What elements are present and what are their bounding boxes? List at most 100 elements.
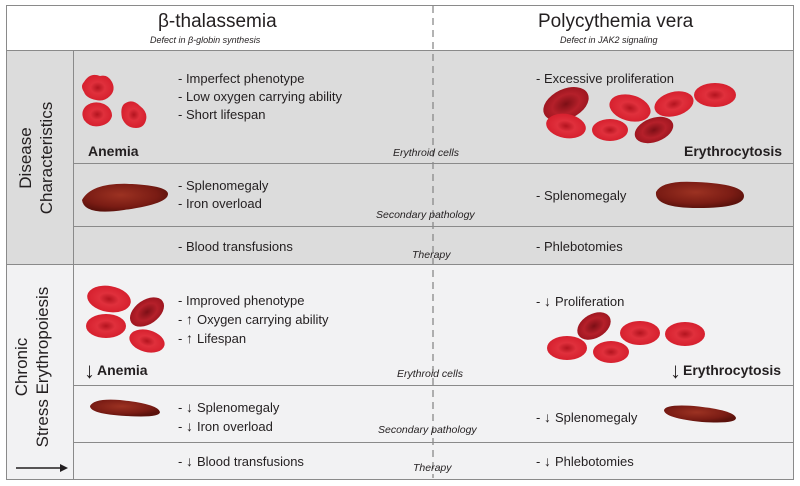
- side-label-stress: Chronic Stress Erythropoiesis: [11, 262, 53, 472]
- polycythemia-therapy-list: - Phlebotomies: [536, 238, 623, 256]
- list-item: - Excessive proliferation: [536, 71, 674, 86]
- long-right-arrow-icon: [16, 464, 68, 472]
- list-item: - Short lifespan: [178, 107, 266, 122]
- list-item-text: Improved phenotype: [185, 293, 305, 308]
- list-item: - Splenomegaly: [178, 178, 269, 193]
- thalassemia-stress-secondary-list: - ↓Splenomegaly - ↓Iron overload: [178, 398, 279, 436]
- list-item-text: Splenomegaly: [196, 400, 280, 415]
- row-label-therapy: Therapy: [412, 249, 451, 261]
- down-arrow-icon: ↓: [670, 358, 681, 383]
- rbc-icon: [547, 336, 587, 360]
- down-arrow-icon: ↓: [185, 418, 193, 434]
- list-item-text: Blood transfusions: [196, 454, 304, 469]
- reduced-erythrocytosis-label: ↓Erythrocytosis: [670, 360, 781, 382]
- polycythemia-disease-list: - Excessive proliferation: [536, 70, 674, 88]
- dash: -: [178, 400, 183, 415]
- list-item-text: Phlebotomies: [554, 454, 634, 469]
- list-item-text: Splenomegaly: [554, 410, 638, 425]
- list-item: - ↓Blood transfusions: [178, 452, 304, 471]
- dash: -: [178, 293, 183, 308]
- anemia-label: Anemia: [88, 143, 139, 159]
- spleen-icon: [655, 181, 744, 208]
- side-label-stress-line2: Stress Erythropoiesis: [33, 286, 52, 448]
- list-item: - Improved phenotype: [178, 292, 328, 310]
- rbc-icon: [592, 119, 628, 141]
- thalassemia-subtitle: Defect in β-globin synthesis: [150, 35, 261, 45]
- thalassemia-stress-list: - Improved phenotype - ↑Oxygen carrying …: [178, 292, 328, 348]
- rbc-icon: [129, 297, 165, 327]
- side-label-disease-line1: Disease: [16, 127, 35, 189]
- list-item-text: Oxygen carrying ability: [196, 312, 329, 327]
- down-arrow-icon: ↓: [543, 293, 551, 309]
- list-item: - ↓Phlebotomies: [536, 452, 634, 471]
- rbc-icon: [87, 285, 131, 313]
- polycythemia-subtitle: Defect in JAK2 signaling: [560, 35, 658, 45]
- row-label-secondary: Secondary pathology: [376, 209, 475, 221]
- rbc-icon: [82, 74, 114, 101]
- dash: -: [536, 410, 541, 425]
- list-item: - ↑Oxygen carrying ability: [178, 310, 328, 329]
- rbc-icon: [665, 322, 705, 346]
- spleen-icon: [82, 183, 168, 212]
- thalassemia-rbc-group: [82, 74, 147, 128]
- side-label-disease: Disease Characteristics: [15, 83, 57, 233]
- list-item: - ↓Iron overload: [178, 417, 279, 436]
- erythrocytosis-label: Erythrocytosis: [684, 143, 783, 159]
- down-arrow-icon: ↓: [84, 358, 95, 383]
- rbc-icon: [577, 312, 611, 340]
- list-item: - ↓Splenomegaly: [178, 398, 279, 417]
- thalassemia-title: β-thalassemia: [158, 11, 277, 32]
- reduced-anemia-label: ↓Anemia: [84, 360, 148, 382]
- stress-panel-bg: [6, 264, 794, 480]
- dash: -: [178, 419, 183, 434]
- dash: -: [178, 312, 183, 327]
- list-item: - Low oxygen carrying ability: [178, 89, 343, 104]
- erythrocytosis-label: Erythrocytosis: [683, 362, 782, 378]
- polycythemia-stress-secondary-list: - ↓Splenomegaly: [536, 408, 637, 427]
- down-arrow-icon: ↓: [185, 453, 193, 469]
- polycythemia-stress-therapy-list: - ↓Phlebotomies: [536, 452, 634, 471]
- down-arrow-icon: ↓: [543, 453, 551, 469]
- thalassemia-improved-rbc-group: [86, 285, 165, 353]
- list-item: - ↑Lifespan: [178, 329, 328, 348]
- thalassemia-therapy-list: - Blood transfusions: [178, 238, 293, 256]
- list-item: - Splenomegaly: [536, 188, 627, 203]
- disease-panel-bg: [6, 50, 794, 264]
- thalassemia-stress-therapy-list: - ↓Blood transfusions: [178, 452, 304, 471]
- list-item-text: Iron overload: [196, 419, 273, 434]
- rbc-icon: [694, 83, 736, 107]
- list-item: - Imperfect phenotype: [178, 71, 305, 86]
- polycythemia-title: Polycythemia vera: [538, 11, 694, 32]
- spleen-icon: [664, 405, 736, 423]
- polycythemia-reduced-rbc-group: [547, 312, 705, 363]
- rbc-icon: [86, 314, 126, 338]
- rbc-icon: [129, 329, 165, 353]
- row-label-therapy-2: Therapy: [413, 462, 452, 474]
- list-item: - Blood transfusions: [178, 239, 293, 254]
- down-arrow-icon: ↓: [185, 399, 193, 415]
- rbc-icon: [609, 94, 651, 122]
- dash: -: [178, 454, 183, 469]
- rbc-icon: [82, 102, 112, 127]
- list-item: - ↓Splenomegaly: [536, 408, 637, 427]
- polycythemia-rbc-group: [543, 83, 736, 144]
- dash: -: [536, 454, 541, 469]
- rbc-icon: [634, 116, 674, 144]
- row-label-secondary-2: Secondary pathology: [378, 424, 477, 436]
- row-label-erythroid-2: Erythroid cells: [397, 368, 463, 380]
- up-arrow-icon: ↑: [185, 330, 193, 346]
- rbc-icon: [620, 321, 660, 345]
- dash: -: [178, 331, 183, 346]
- rbc-icon: [654, 91, 694, 117]
- side-label-disease-line2: Characteristics: [37, 101, 56, 215]
- polycythemia-stress-list: - ↓Proliferation: [536, 292, 624, 311]
- list-item: - Phlebotomies: [536, 239, 623, 254]
- down-arrow-icon: ↓: [543, 409, 551, 425]
- list-item-text: Proliferation: [554, 294, 625, 309]
- list-item-text: Lifespan: [196, 331, 247, 346]
- list-item: - ↓Proliferation: [536, 292, 624, 311]
- thalassemia-secondary-list: - Splenomegaly - Iron overload: [178, 177, 268, 213]
- up-arrow-icon: ↑: [185, 311, 193, 327]
